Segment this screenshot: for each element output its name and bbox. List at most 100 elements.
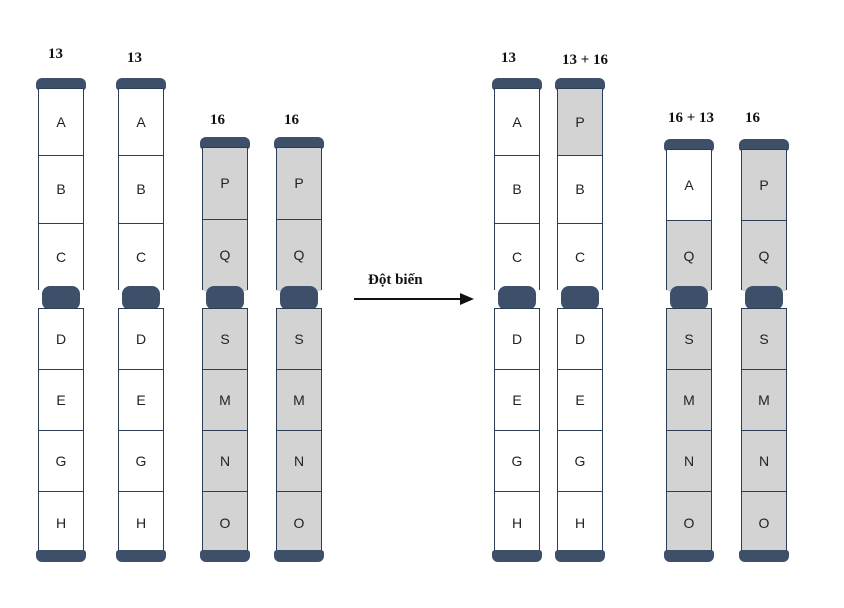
gene-segment: H [39,492,83,553]
gene-segment: D [39,309,83,370]
gene-segment: B [558,156,602,224]
gene-segment: D [558,309,602,370]
gene-segment: E [39,370,83,431]
telomere-top [116,78,166,90]
gene-segment: E [558,370,602,431]
gene-segment: M [742,370,786,431]
gene-segment: M [203,370,247,431]
gene-segment: C [39,223,83,291]
chromosome-label: 13 [501,50,516,66]
gene-segment: Q [667,220,711,291]
gene-segment: O [667,492,711,553]
gene-segment: P [742,150,786,221]
gene-segment: N [277,431,321,492]
gene-segment: O [277,492,321,553]
chromosome-label: 16 [284,112,299,128]
telomere-bottom [492,550,542,562]
gene-segment: A [119,89,163,157]
centromere [122,286,160,310]
telomere-top [274,137,324,149]
gene-segment: Q [203,219,247,291]
gene-segment: D [495,309,539,370]
centromere [42,286,80,310]
gene-segment: C [495,223,539,291]
chromosome-label: 16 + 13 [668,110,715,126]
gene-segment: S [742,309,786,370]
gene-segment: D [119,309,163,370]
gene-segment: C [558,223,602,291]
telomere-top [555,78,605,90]
gene-segment: A [667,150,711,221]
telomere-bottom [555,550,605,562]
telomere-bottom [116,550,166,562]
telomere-top [36,78,86,90]
chromosome-label: 13 + 16 [562,52,609,68]
gene-segment: B [495,156,539,224]
gene-segment: A [39,89,83,157]
gene-segment: N [203,431,247,492]
telomere-top [739,139,789,151]
arrow-label: Đột biến [368,272,423,288]
telomere-bottom [200,550,250,562]
gene-segment: B [39,156,83,224]
centromere [206,286,244,310]
gene-segment: P [203,148,247,220]
gene-segment: P [277,148,321,220]
gene-segment: H [558,492,602,553]
telomere-top [200,137,250,149]
chromosome-label: 13 [48,46,63,62]
gene-segment: E [119,370,163,431]
gene-segment: Q [742,220,786,291]
gene-segment: G [39,431,83,492]
gene-segment: N [667,431,711,492]
gene-segment: M [277,370,321,431]
gene-segment: M [667,370,711,431]
chromosome-label: 16 [745,110,760,126]
gene-segment: P [558,89,602,157]
gene-segment: Q [277,219,321,291]
chromosome-label: 16 [210,112,225,128]
gene-segment: H [119,492,163,553]
telomere-bottom [274,550,324,562]
gene-segment: N [742,431,786,492]
chromosome-label: 13 [127,50,142,66]
gene-segment: S [203,309,247,370]
gene-segment: G [119,431,163,492]
gene-segment: A [495,89,539,157]
gene-segment: O [742,492,786,553]
mutation-arrow [354,293,474,305]
telomere-bottom [664,550,714,562]
centromere [498,286,536,310]
gene-segment: G [558,431,602,492]
telomere-top [664,139,714,151]
centromere [280,286,318,310]
telomere-top [492,78,542,90]
telomere-bottom [36,550,86,562]
gene-segment: E [495,370,539,431]
gene-segment: S [667,309,711,370]
gene-segment: H [495,492,539,553]
gene-segment: O [203,492,247,553]
centromere [745,286,783,310]
gene-segment: S [277,309,321,370]
telomere-bottom [739,550,789,562]
centromere [561,286,599,310]
gene-segment: B [119,156,163,224]
gene-segment: C [119,223,163,291]
centromere [670,286,708,310]
